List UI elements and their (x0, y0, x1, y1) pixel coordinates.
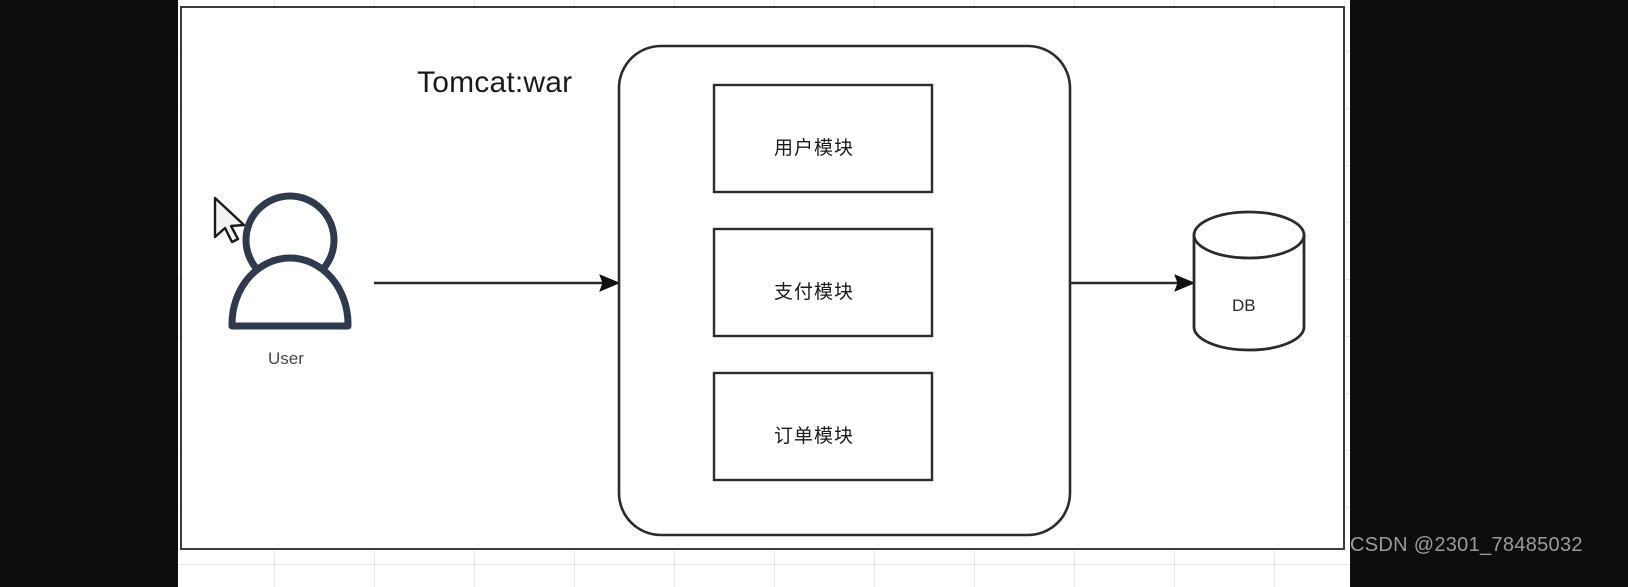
mouse-cursor-icon (213, 196, 246, 244)
module-order-box (712, 371, 934, 482)
diagram-vector-art (213, 44, 1306, 537)
module-payment-box (712, 227, 934, 338)
arrow-tomcat-to-db (1070, 274, 1196, 292)
watermark-text: CSDN @2301_78485032 (1350, 534, 1583, 556)
module-user-box (712, 83, 934, 194)
diagram-canvas[interactable]: Tomcat:war User 用户模块 支付模块 订单模块 DB (180, 6, 1345, 550)
arrow-user-to-tomcat (374, 274, 621, 292)
cylinder-icon (1192, 210, 1306, 352)
person-icon (228, 192, 352, 330)
